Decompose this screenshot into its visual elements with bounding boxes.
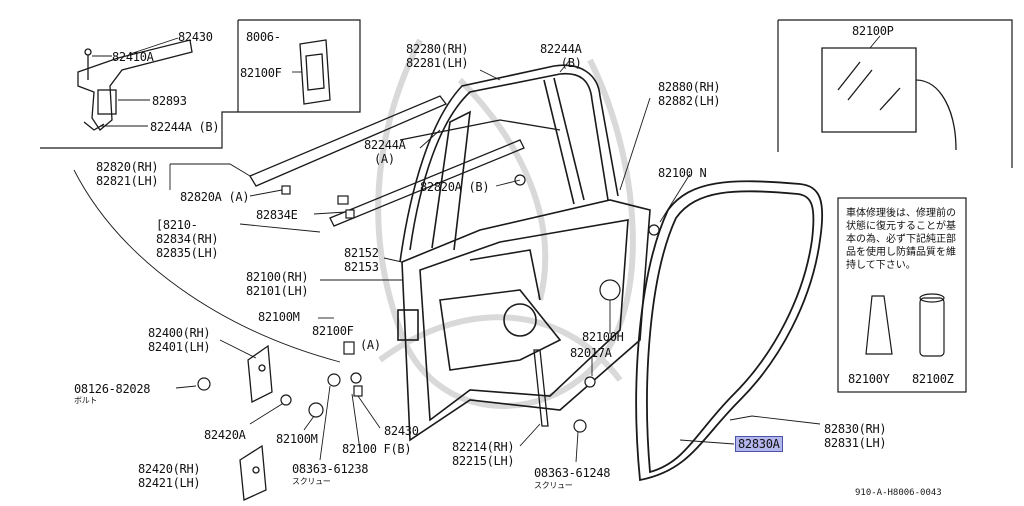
label-82400-rh: 82400(RH) [148, 326, 211, 340]
label-82830: 82830(RH) 82831(LH) [824, 422, 887, 450]
door-window-frame [399, 64, 619, 263]
label-82830-rh: 82830(RH) [824, 422, 887, 436]
label-82214-rh: 82214(RH) [452, 440, 515, 454]
label-82100f-a-1: 82100F [312, 324, 354, 338]
door-weatherstrip [635, 180, 824, 482]
label-82430-bottom: 82430 [384, 424, 419, 438]
label-82100z: 82100Z [912, 372, 954, 386]
label-08363-61248: 08363-61248 [534, 466, 611, 480]
label-8210: [8210- [156, 218, 198, 232]
label-82100h: 82100H [582, 330, 624, 344]
label-screw-jp-right: スクリュー [534, 481, 573, 490]
label-82430-top: 82430 [178, 30, 213, 44]
repair-note-jp: 車体修理後は、修理前の状態に復元することが基本の為、必ず下記純正部品を使用し防錆… [846, 208, 956, 271]
leader-lines [73, 35, 881, 463]
label-82882-lh: 82882(LH) [658, 94, 721, 108]
label-82831-lh: 82831(LH) [824, 436, 887, 450]
label-82100m-top: 82100M [258, 310, 300, 324]
fasteners [197, 174, 660, 433]
label-82880-rh: 82880(RH) [658, 80, 721, 94]
label-82835-lh: 82835(LH) [156, 246, 219, 260]
touch-up-products [865, 293, 945, 357]
inset-frames [40, 19, 1013, 393]
label-82401-lh: 82401(LH) [148, 340, 211, 354]
label-82244a-b-left: 82244A (B) [150, 120, 220, 134]
label-82100-rh: 82100(RH) [246, 270, 309, 284]
label-8006: 8006- [246, 30, 281, 44]
label-82821-lh: 82821(LH) [96, 174, 159, 188]
label-82280: 82280(RH) 82281(LH) [406, 42, 469, 70]
label-82244a-b-top: 82244A (B) [540, 42, 582, 70]
door-hinges [239, 344, 273, 501]
label-82880: 82880(RH) 82882(LH) [658, 80, 721, 108]
glass-inset-82100p [821, 47, 957, 151]
label-08363-61238: 08363-61238 [292, 462, 369, 476]
belt-moldings [249, 95, 561, 227]
label-82820a-a: 82820A (A) [180, 190, 250, 204]
label-82244a-a-1: 82244A [364, 138, 406, 152]
label-82244a-b-top-1: 82244A [540, 42, 582, 56]
label-82244a-b-top-2: (B) [560, 56, 582, 70]
label-82244a-a-2: (A) [374, 152, 395, 166]
label-82214: 82214(RH) 82215(LH) [452, 440, 515, 468]
label-82100y: 82100Y [848, 372, 890, 386]
label-82420a: 82420A [204, 428, 246, 442]
label-82830a-highlighted[interactable]: 82830A [735, 436, 783, 452]
label-08126-82028: 08126-82028 [74, 382, 151, 396]
label-82281-lh: 82281(LH) [406, 56, 469, 70]
label-82834e: 82834E [256, 208, 298, 222]
window-regulator-rail [533, 349, 549, 427]
label-82100n: 82100 N [658, 166, 707, 180]
label-82152: 82152 82153 [344, 246, 379, 274]
door-panel [397, 199, 651, 442]
label-82834-rh: 82834(RH) [156, 232, 219, 246]
label-82100m-bottom: 82100M [276, 432, 318, 446]
label-screw-jp-left: スクリュー [292, 477, 331, 486]
label-82100p: 82100P [852, 24, 894, 38]
label-82100f-b: 82100 F(B) [342, 442, 412, 456]
label-82280-rh: 82280(RH) [406, 42, 469, 56]
label-82820a-b: 82820A (B) [420, 180, 490, 194]
label-82100f-inset: 82100F [240, 66, 282, 80]
label-82215-lh: 82215(LH) [452, 454, 515, 468]
label-82400: 82400(RH) 82401(LH) [148, 326, 211, 354]
inset-part-82100f [299, 39, 331, 105]
label-82420: 82420(RH) 82421(LH) [138, 462, 201, 490]
label-82100f-a: 82100F (A) [312, 324, 381, 352]
label-82244a-a: 82244A (A) [364, 138, 406, 166]
label-82153: 82153 [344, 260, 379, 274]
label-82017a: 82017A [570, 346, 612, 360]
label-82152-1: 82152 [344, 246, 379, 260]
label-82410a: 82410A [112, 50, 154, 64]
label-bolt-jp: ボルト [74, 396, 98, 405]
diagram-code: 910-A-H8006-0043 [855, 488, 942, 498]
label-82100f-a-2: (A) [360, 338, 381, 352]
label-82420-rh: 82420(RH) [138, 462, 201, 476]
label-82421-lh: 82421(LH) [138, 476, 201, 490]
label-82820-rh: 82820(RH) [96, 160, 159, 174]
label-82100: 82100(RH) 82101(LH) [246, 270, 309, 298]
label-82893: 82893 [152, 94, 187, 108]
label-82834: [8210- 82834(RH) 82835(LH) [156, 218, 219, 260]
label-82820: 82820(RH) 82821(LH) [96, 160, 159, 188]
label-82101-lh: 82101(LH) [246, 284, 309, 298]
